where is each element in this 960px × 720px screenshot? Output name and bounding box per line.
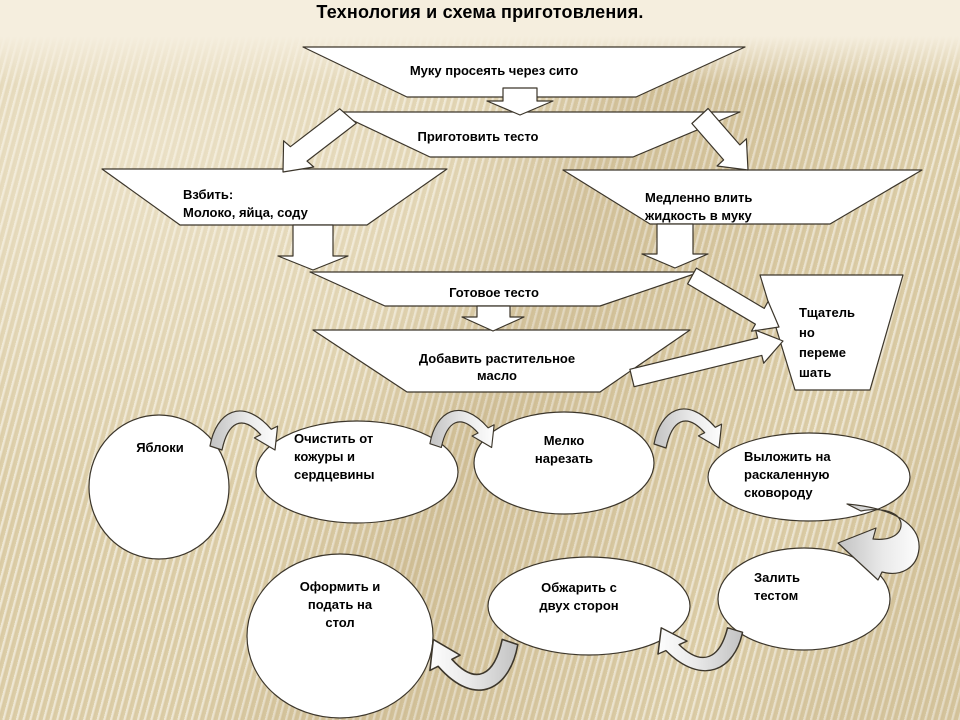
label-mix-line-1: Тщатель — [799, 305, 855, 320]
label-prepare-dough: Приготовить тесто — [338, 128, 618, 146]
trapezoid-add-oil — [312, 329, 691, 393]
u-turn-arrow-pan-to-pour-batter — [837, 503, 920, 581]
ellipse-serve — [246, 553, 434, 719]
trapezoid-prepare-dough — [334, 111, 741, 158]
label-fry-line-2: двух сторон — [539, 598, 619, 613]
diagonal-arrow-oil-to-mix — [629, 329, 784, 388]
label-fry-line-1: Обжарить с — [541, 580, 617, 595]
label-chop-line-1: Мелко — [543, 433, 585, 448]
label-pan-line-2: раскаленную — [744, 467, 830, 482]
label-ready-dough-line: Готовое тесто — [449, 285, 539, 300]
label-pan-line-1: Выложить на — [744, 449, 831, 464]
label-mix-line-4: шать — [799, 365, 832, 380]
trapezoid-mix-thoroughly — [759, 274, 904, 391]
ellipse-put-on-hot-pan — [707, 432, 911, 522]
label-beat-line-2: Молоко, яйца, соду — [183, 205, 308, 220]
ellipse-pour-batter — [717, 547, 891, 651]
label-apples-line: Яблоки — [136, 440, 184, 455]
down-arrow-pour-to-ready — [641, 223, 709, 269]
ellipse-chop-finely — [473, 411, 655, 515]
label-pour-liquid: Медленно влить жидкость в муку — [645, 189, 752, 225]
curved-arrow-apples-to-peel — [209, 410, 279, 451]
label-serve-line-1: Оформить и — [299, 579, 381, 594]
ellipse-fry-both-sides — [487, 556, 691, 656]
label-put-on-hot-pan: Выложить на раскаленную сковороду — [744, 448, 831, 502]
label-peel-line-2: кожуры и — [294, 449, 356, 464]
label-add-oil: Добавить растительное масло — [357, 350, 637, 384]
label-serve: Оформить и подать на стол — [268, 578, 412, 632]
label-peel-line-1: Очистить от — [294, 431, 374, 446]
slide-title: Технология и схема приготовления. — [316, 2, 644, 22]
down-arrow-beat-to-ready — [277, 224, 349, 271]
diagonal-arrow-dough-to-pour — [691, 107, 749, 171]
curved-arrow-fry-to-serve — [429, 638, 519, 691]
trapezoid-ready-dough — [309, 271, 701, 307]
diagonal-arrow-dough-to-beat — [282, 108, 357, 173]
label-peel-line-3: сердцевины — [294, 467, 375, 482]
label-sift-flour-line: Муку просеять через сито — [409, 63, 579, 78]
down-arrow-sift-to-dough — [486, 87, 554, 116]
label-prepare-dough-line: Приготовить тесто — [417, 129, 539, 144]
label-beat-ingredients: Взбить: Молоко, яйца, соду — [183, 186, 308, 222]
label-apples: Яблоки — [100, 439, 220, 457]
diagonal-arrow-ready-to-mix — [686, 267, 780, 332]
label-mix-thoroughly: Тщатель но переме шать — [799, 303, 855, 383]
label-pour-batter-line-2: тестом — [754, 588, 799, 603]
trapezoid-pour-liquid — [562, 169, 923, 225]
label-pour-batter: Залить тестом — [754, 569, 800, 605]
label-sift-flour: Муку просеять через сито — [354, 62, 634, 80]
trapezoid-sift-flour — [302, 46, 746, 98]
label-serve-line-2: подать на — [307, 597, 373, 612]
curved-arrow-chop-to-pan — [653, 408, 723, 449]
ellipse-peel-core — [255, 420, 459, 524]
label-serve-line-3: стол — [325, 615, 355, 630]
label-ready-dough: Готовое тесто — [354, 284, 634, 302]
label-pan-line-3: сковороду — [744, 485, 813, 500]
label-pour-line-2: жидкость в муку — [645, 208, 752, 223]
label-mix-line-2: но — [799, 325, 815, 340]
label-peel-core: Очистить от кожуры и сердцевины — [294, 430, 375, 484]
down-arrow-ready-to-oil — [461, 305, 525, 332]
label-chop-finely: Мелко нарезать — [504, 432, 624, 468]
label-pour-batter-line-1: Залить — [754, 570, 800, 585]
label-fry-both-sides: Обжарить с двух сторон — [506, 579, 652, 615]
curved-arrow-peel-to-chop — [429, 409, 495, 449]
label-mix-line-3: переме — [799, 345, 846, 360]
label-add-oil-line-2: масло — [477, 368, 517, 383]
trapezoid-beat-ingredients — [101, 168, 448, 226]
label-beat-line-1: Взбить: — [183, 187, 234, 202]
label-pour-line-1: Медленно влить — [645, 190, 753, 205]
ellipse-apples — [88, 414, 230, 560]
curved-arrow-pour-batter-to-fry — [657, 627, 744, 672]
label-chop-line-2: нарезать — [534, 451, 594, 466]
label-add-oil-line-1: Добавить растительное — [418, 351, 576, 366]
